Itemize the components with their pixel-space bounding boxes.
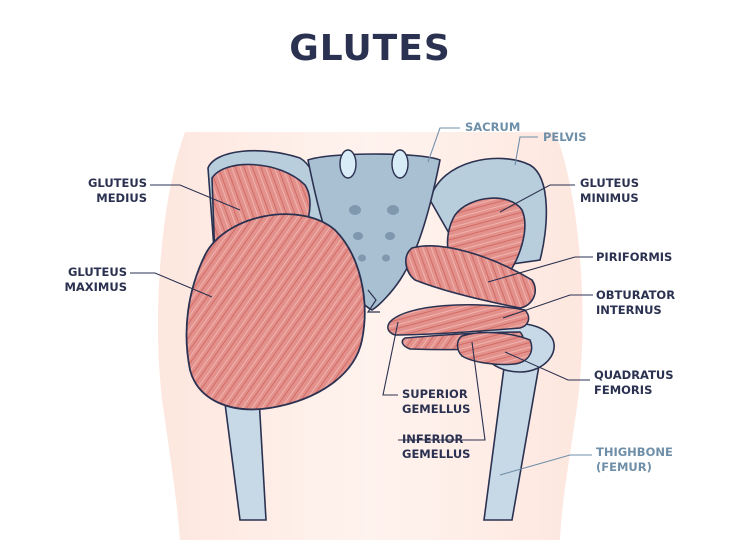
label-inferior-gemellus: INFERIOR GEMELLUS [402, 432, 471, 461]
thighbone-leader [499, 454, 592, 476]
obturator-internus-leader [502, 294, 593, 319]
pelvis-leader [514, 136, 538, 166]
label-quadratus-femoris: QUADRATUS FEMORIS [594, 368, 674, 397]
label-obturator-internus: OBTURATOR INTERNUS [596, 288, 676, 317]
quadratus-femoris-leader [504, 351, 590, 381]
page-title: GLUTES [289, 28, 451, 69]
gluteus-medius-leader [150, 184, 241, 211]
quadratus-femoris-shape [456, 331, 533, 366]
gluteus-maximus-shape [185, 213, 366, 411]
label-superior-gemellus: SUPERIOR GEMELLUS [402, 387, 471, 416]
sacrum-leader [427, 127, 460, 163]
label-gluteus-medius: GLUTEUS MEDIUS [87, 176, 147, 205]
gluteus-minimus-leader [499, 184, 575, 213]
inferior-gemellus-leader [398, 341, 486, 441]
label-piriformis: PIRIFORMIS [596, 250, 673, 264]
gluteus-maximus-leader [130, 272, 213, 298]
piriformis-shape [405, 245, 536, 309]
superior-gemellus-leader [382, 321, 399, 396]
label-pelvis: PELVIS [543, 130, 587, 144]
piriformis-leader [487, 256, 593, 283]
label-sacrum: SACRUM [465, 120, 521, 134]
obturator-internus-shape [387, 304, 530, 336]
label-thighbone: THIGHBONE (FEMUR) [596, 445, 673, 474]
label-gluteus-minimus: GLUTEUS MINIMUS [580, 176, 640, 205]
label-gluteus-maximus: GLUTEUS MAXIMUS [64, 265, 127, 294]
